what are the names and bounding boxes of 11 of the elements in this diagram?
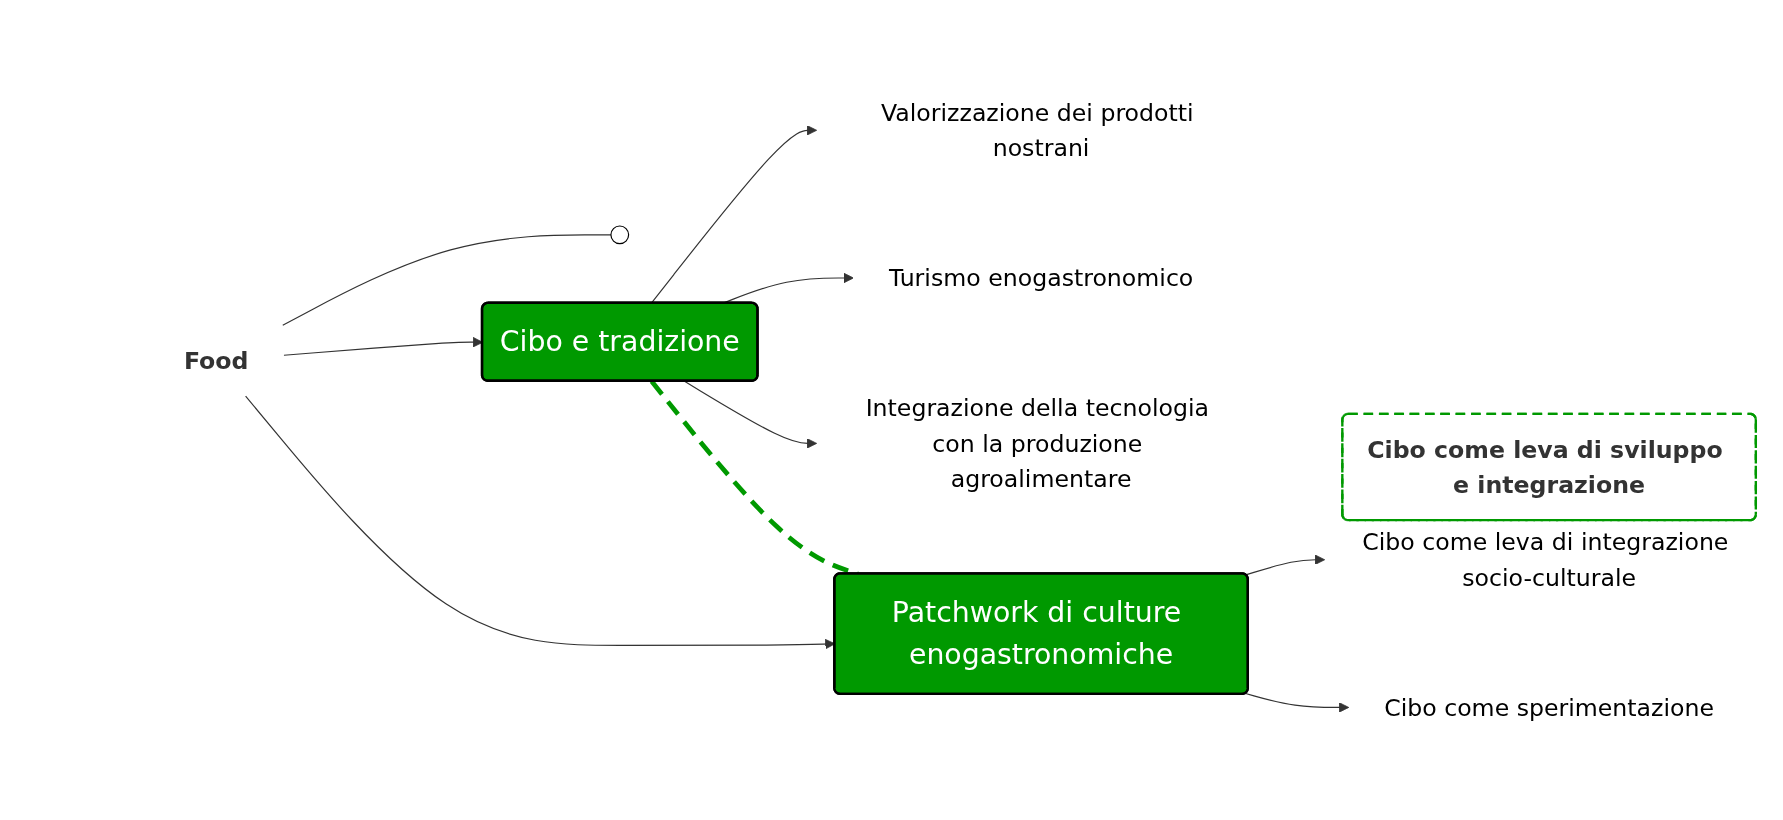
connector <box>282 234 612 326</box>
node-text: Cibo come leva di integrazione socio-culturale <box>1362 527 1729 592</box>
node-text: Integrazione della tecnologia con la produzione agroalimentare <box>865 393 1209 493</box>
arrow <box>683 380 818 449</box>
node-text: Turismo enogastronomico <box>888 263 1194 293</box>
node-text: Food <box>183 346 249 375</box>
node-text: Cibo come sperimentazione <box>1384 693 1715 722</box>
node-text: Valorizzazione dei prodotti nostrani <box>880 98 1194 163</box>
arrow <box>1245 554 1326 576</box>
node-circle <box>610 225 630 245</box>
arrow <box>1245 692 1350 713</box>
